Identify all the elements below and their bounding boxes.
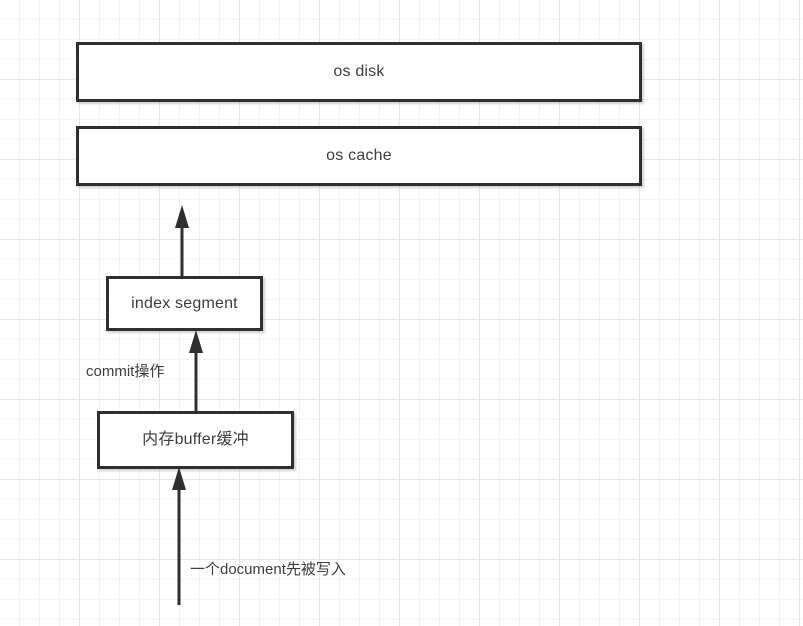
- arrowhead-up-icon: [189, 330, 203, 353]
- node-index-segment-label: index segment: [131, 294, 238, 312]
- edge-label-document: 一个document先被写入 内存buffer缓冲中: [190, 511, 346, 626]
- node-os-cache-label: os cache: [326, 147, 392, 165]
- node-os-disk[interactable]: os disk: [76, 42, 642, 102]
- edge-label-document-line1: 一个document先被写入: [190, 560, 346, 578]
- node-memory-buffer-label: 内存buffer缓冲: [142, 431, 249, 449]
- node-os-disk-label: os disk: [333, 63, 385, 81]
- node-index-segment[interactable]: index segment: [106, 276, 263, 331]
- edge-label-commit: commit操作: [86, 363, 165, 380]
- arrowhead-up-icon: [172, 467, 186, 490]
- arrowhead-up-icon: [175, 205, 189, 228]
- node-memory-buffer[interactable]: 内存buffer缓冲: [97, 411, 294, 469]
- connector-segment-to-oscache: [175, 205, 189, 276]
- connector-document-to-buffer: [172, 467, 186, 605]
- connector-buffer-to-segment: [189, 330, 203, 411]
- node-os-cache[interactable]: os cache: [76, 126, 642, 186]
